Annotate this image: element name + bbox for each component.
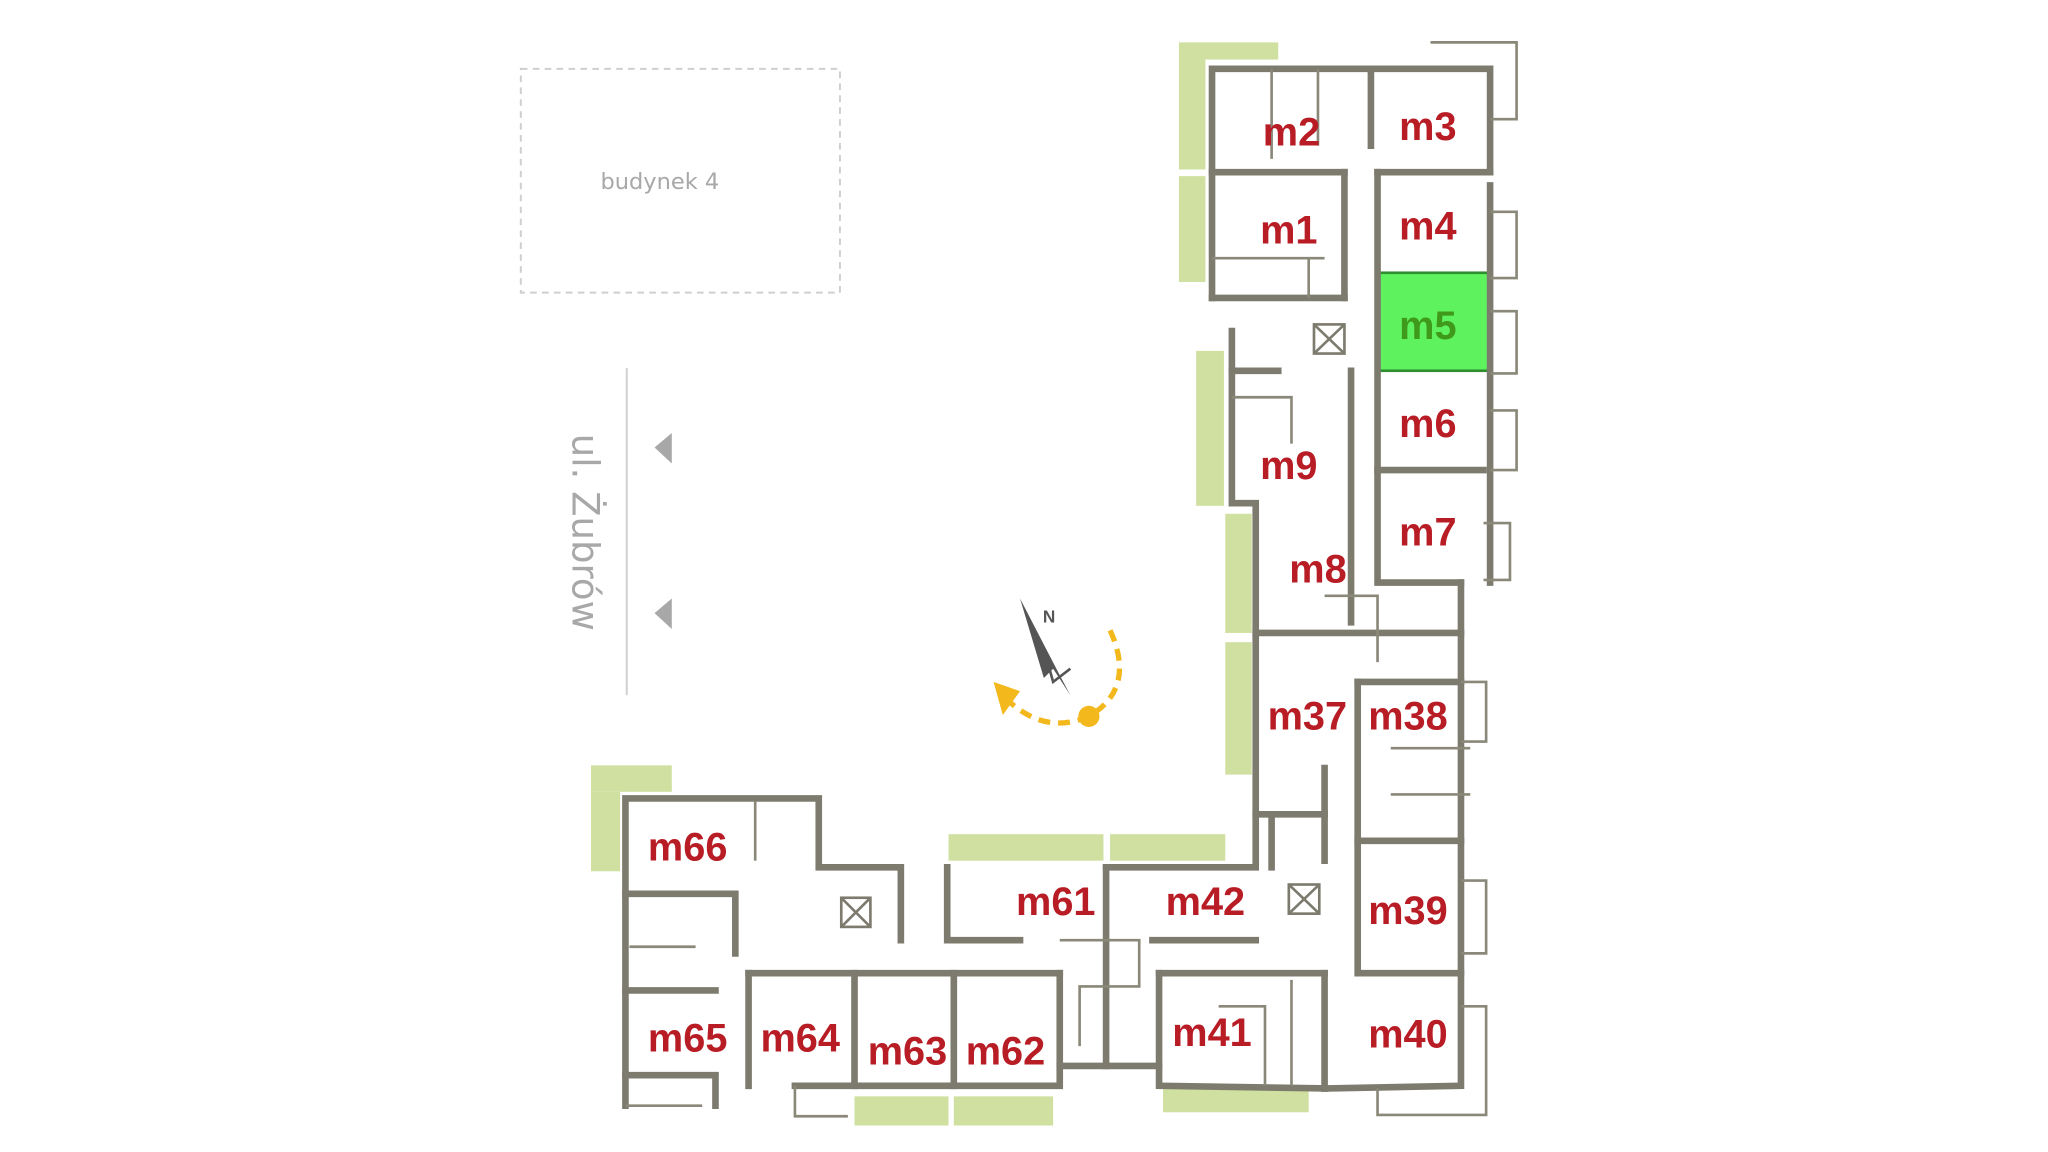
- apartment-label-m5[interactable]: m5: [1399, 304, 1456, 348]
- rotate-arrow-icon: [993, 629, 1123, 727]
- apartment-label-m40[interactable]: m40: [1368, 1012, 1448, 1056]
- apartment-label-m61[interactable]: m61: [1016, 880, 1095, 924]
- elevator-icon: [1287, 883, 1321, 915]
- apartment-label-m3[interactable]: m3: [1399, 105, 1456, 149]
- apartment-label-m2[interactable]: m2: [1263, 111, 1320, 155]
- apartment-labels: m2 m3 m1 m4 m5 m6 m9 m7 m8 m37 m38 m66 m61 m42 m39 m65 m…: [648, 105, 1457, 1073]
- apartment-label-m6[interactable]: m6: [1399, 402, 1456, 446]
- elevator-icon: [839, 896, 872, 929]
- apartment-label-m65[interactable]: m65: [648, 1016, 728, 1060]
- apartment-label-m39[interactable]: m39: [1368, 889, 1448, 933]
- apartment-label-m63[interactable]: m63: [868, 1030, 948, 1074]
- balconies: [591, 42, 1309, 1126]
- interior-lines: [625, 41, 1518, 1118]
- apartment-label-m1[interactable]: m1: [1260, 209, 1317, 253]
- street-label: ul. Żubrów: [564, 434, 607, 631]
- apartment-label-m9[interactable]: m9: [1260, 444, 1317, 488]
- apartment-label-m37[interactable]: m37: [1268, 695, 1348, 739]
- compass-north-label: N: [1043, 606, 1055, 626]
- street-arrow-icon: [654, 598, 672, 629]
- apartment-label-m38[interactable]: m38: [1368, 695, 1448, 739]
- street-arrow-icon: [654, 432, 672, 464]
- apartment-label-m7[interactable]: m7: [1399, 510, 1456, 554]
- apartment-label-m41[interactable]: m41: [1172, 1011, 1252, 1055]
- apartment-label-m42[interactable]: m42: [1166, 880, 1246, 924]
- walls: [622, 65, 1494, 1109]
- apartment-label-m4[interactable]: m4: [1399, 205, 1456, 249]
- apartment-label-m64[interactable]: m64: [760, 1016, 840, 1060]
- apartment-label-m66[interactable]: m66: [648, 826, 728, 870]
- apartment-label-m8[interactable]: m8: [1289, 548, 1346, 592]
- apartment-label-m62[interactable]: m62: [966, 1030, 1046, 1074]
- compass-icon: N: [1020, 598, 1072, 696]
- neighbor-building-outline: [519, 67, 841, 294]
- elevator-icon: [1312, 323, 1346, 355]
- apartment-m5-area[interactable]: [1374, 271, 1491, 373]
- neighbor-building-label: budynek 4: [600, 169, 719, 195]
